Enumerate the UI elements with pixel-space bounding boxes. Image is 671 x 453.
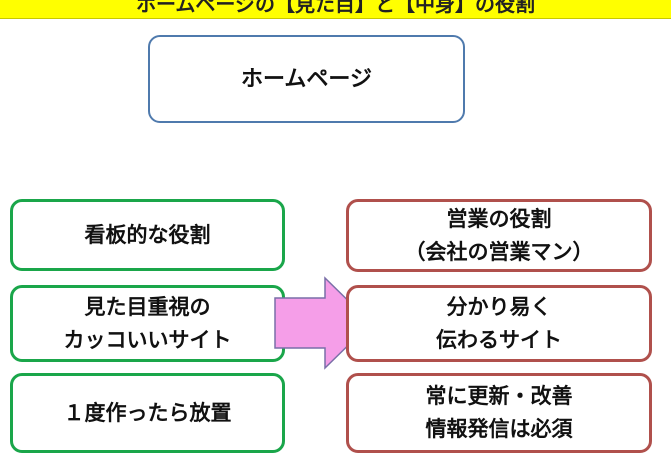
left-item-3-line1: １度作ったら放置 xyxy=(63,400,232,425)
header-banner: ホームページの【見た目】と【中身】の役割 xyxy=(0,0,671,19)
banner-title: ホームページの【見た目】と【中身】の役割 xyxy=(136,0,535,16)
left-item-2-line2: カッコいいサイト xyxy=(63,327,232,352)
right-item-2: 分かり易く 伝わるサイト xyxy=(346,285,652,362)
left-item-3: １度作ったら放置 xyxy=(10,373,285,453)
right-item-3: 常に更新・改善 情報発信は必須 xyxy=(346,373,652,453)
homepage-label: ホームページ xyxy=(241,66,372,92)
right-item-1-line1: 営業の役割 xyxy=(446,206,552,231)
left-item-2-line1: 見た目重視の xyxy=(84,294,211,319)
right-item-3-line2: 情報発信は必須 xyxy=(425,417,573,441)
right-item-1: 営業の役割 （会社の営業マン） xyxy=(346,199,652,272)
right-item-2-line1: 分かり易く xyxy=(446,294,552,319)
left-item-1: 看板的な役割 xyxy=(10,199,285,271)
right-item-3-line1: 常に更新・改善 xyxy=(425,384,573,408)
right-item-2-line2: 伝わるサイト xyxy=(436,327,562,352)
left-item-2: 見た目重視の カッコいいサイト xyxy=(10,285,285,362)
right-item-1-line2: （会社の営業マン） xyxy=(404,239,594,264)
left-item-1-line1: 看板的な役割 xyxy=(84,222,211,247)
homepage-box: ホームページ xyxy=(148,35,465,123)
